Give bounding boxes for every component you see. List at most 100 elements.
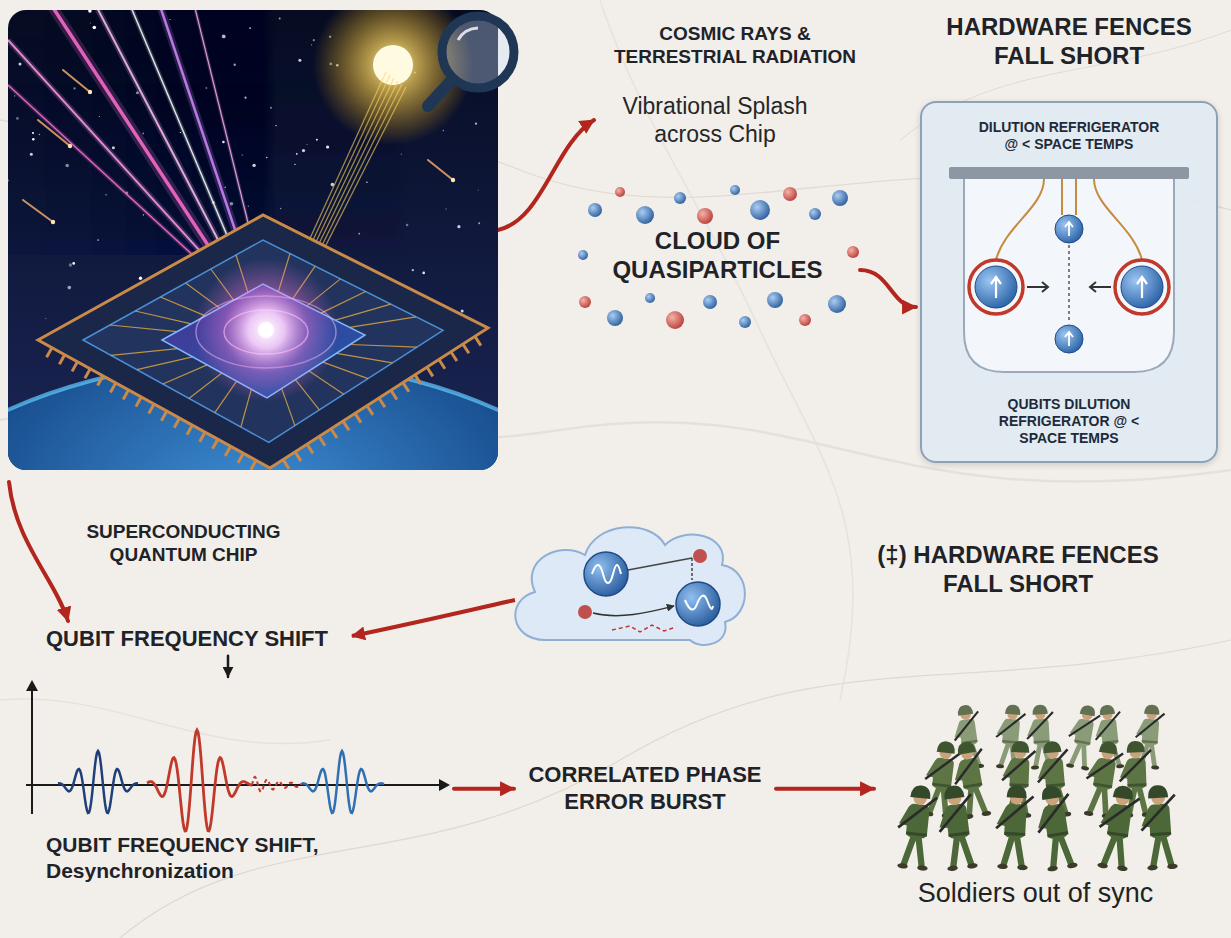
qubit-wave	[592, 565, 621, 583]
quasiparticle-dot	[674, 192, 686, 204]
chip-trace	[135, 311, 191, 324]
soldier-belt	[963, 782, 982, 788]
star	[234, 64, 236, 66]
soldier-belt	[948, 831, 969, 837]
star	[39, 134, 41, 136]
magnifier-handle	[428, 80, 452, 106]
chip-trace	[111, 349, 178, 356]
star	[68, 286, 72, 290]
chip-pin	[415, 375, 421, 384]
step-label: CORRELATED PHASE ERROR BURST	[520, 762, 770, 816]
soldier-boot	[1147, 865, 1158, 871]
soldier-belt	[1047, 831, 1068, 837]
quasiparticle-cloud	[515, 527, 745, 645]
space-scene	[8, 10, 498, 470]
flow-arrow	[454, 787, 514, 791]
star	[401, 154, 402, 155]
wire	[996, 179, 1044, 260]
soldier	[1063, 703, 1101, 771]
chip-pin	[200, 432, 205, 442]
soldier-arm	[941, 810, 954, 827]
soldier-helmet	[1080, 704, 1097, 716]
wire	[1075, 179, 1077, 215]
star	[406, 224, 409, 227]
quasiparticle-dots	[575, 180, 860, 330]
meteor-head	[451, 178, 455, 182]
soldier-helmet	[1147, 785, 1168, 799]
impact-core	[258, 322, 274, 338]
star	[316, 139, 318, 141]
chip-trace	[335, 304, 390, 320]
quasiparticle-dot	[693, 549, 707, 563]
star	[14, 95, 15, 96]
quasiparticle-dot	[588, 203, 602, 217]
chip-pin	[161, 411, 166, 421]
meteor-head	[68, 144, 72, 148]
star	[222, 35, 226, 39]
axis-arrow	[439, 779, 450, 791]
quasiparticle-dot	[697, 208, 713, 224]
cloud-link	[691, 558, 693, 580]
soldier	[1138, 784, 1180, 871]
soldier-helmet	[1144, 704, 1160, 715]
star	[105, 194, 107, 196]
chip-pin	[307, 444, 313, 453]
soldier-legs	[1071, 742, 1088, 766]
soldier-legs	[1049, 835, 1071, 867]
soldier-legs	[1151, 835, 1171, 866]
star	[446, 208, 447, 209]
star	[266, 157, 267, 158]
meteor-streak	[23, 200, 53, 222]
box-text: QUBITS DILUTION REFRIGERATOR @ < SPACE T…	[974, 396, 1164, 447]
qubit	[1121, 266, 1163, 308]
star	[32, 132, 34, 134]
chip-pin	[225, 446, 230, 456]
soldier-legs	[950, 835, 971, 866]
star	[242, 155, 243, 156]
soldier-helmet	[1040, 785, 1062, 801]
chip-pin	[149, 404, 154, 414]
chip-trace	[337, 353, 393, 363]
star	[88, 10, 91, 13]
soldier-boot	[917, 865, 928, 871]
soldier-helmet	[956, 740, 976, 754]
qubit-ball	[676, 582, 720, 626]
soldier-helmet	[910, 785, 931, 800]
chip-trace	[110, 325, 177, 332]
decay-wave	[252, 777, 302, 792]
quasiparticle-dot	[703, 295, 717, 309]
chip-pin	[59, 355, 64, 365]
quasiparticle-dot	[730, 185, 740, 195]
qubit-ball	[584, 552, 628, 596]
meteor-streak	[63, 70, 90, 92]
quasiparticle-dot	[615, 187, 625, 197]
soldier-helmet	[1099, 740, 1119, 754]
soldier-boot	[1084, 810, 1094, 816]
chip-pin	[343, 421, 349, 430]
chip-substrate	[83, 240, 443, 442]
star	[461, 310, 464, 313]
soldier-belt	[1107, 831, 1128, 837]
chip-pin	[427, 367, 433, 376]
quasiparticle-dot	[739, 316, 751, 328]
cloud-title: CLOUD OF QUASIPARTICLES	[588, 226, 848, 285]
soldier	[994, 784, 1034, 870]
chip-pin	[136, 397, 141, 407]
soldier-helmet	[937, 740, 956, 754]
star	[97, 239, 99, 241]
step-label: QUBIT FREQUENCY SHIFT	[46, 626, 346, 653]
error-ring	[1115, 260, 1169, 314]
soldier-boot	[996, 764, 1004, 769]
chip-pin	[283, 460, 289, 469]
soldier-arm	[956, 764, 969, 780]
chip-trace	[350, 317, 416, 328]
star	[248, 206, 249, 207]
soldier-helmet	[1126, 741, 1144, 753]
meteor-head	[88, 90, 92, 94]
star	[142, 133, 144, 135]
soldier-arm	[956, 724, 966, 737]
fridge-vessel	[964, 179, 1174, 372]
star	[112, 146, 115, 149]
spin-arrow	[991, 277, 1001, 298]
qubit	[1055, 325, 1083, 353]
